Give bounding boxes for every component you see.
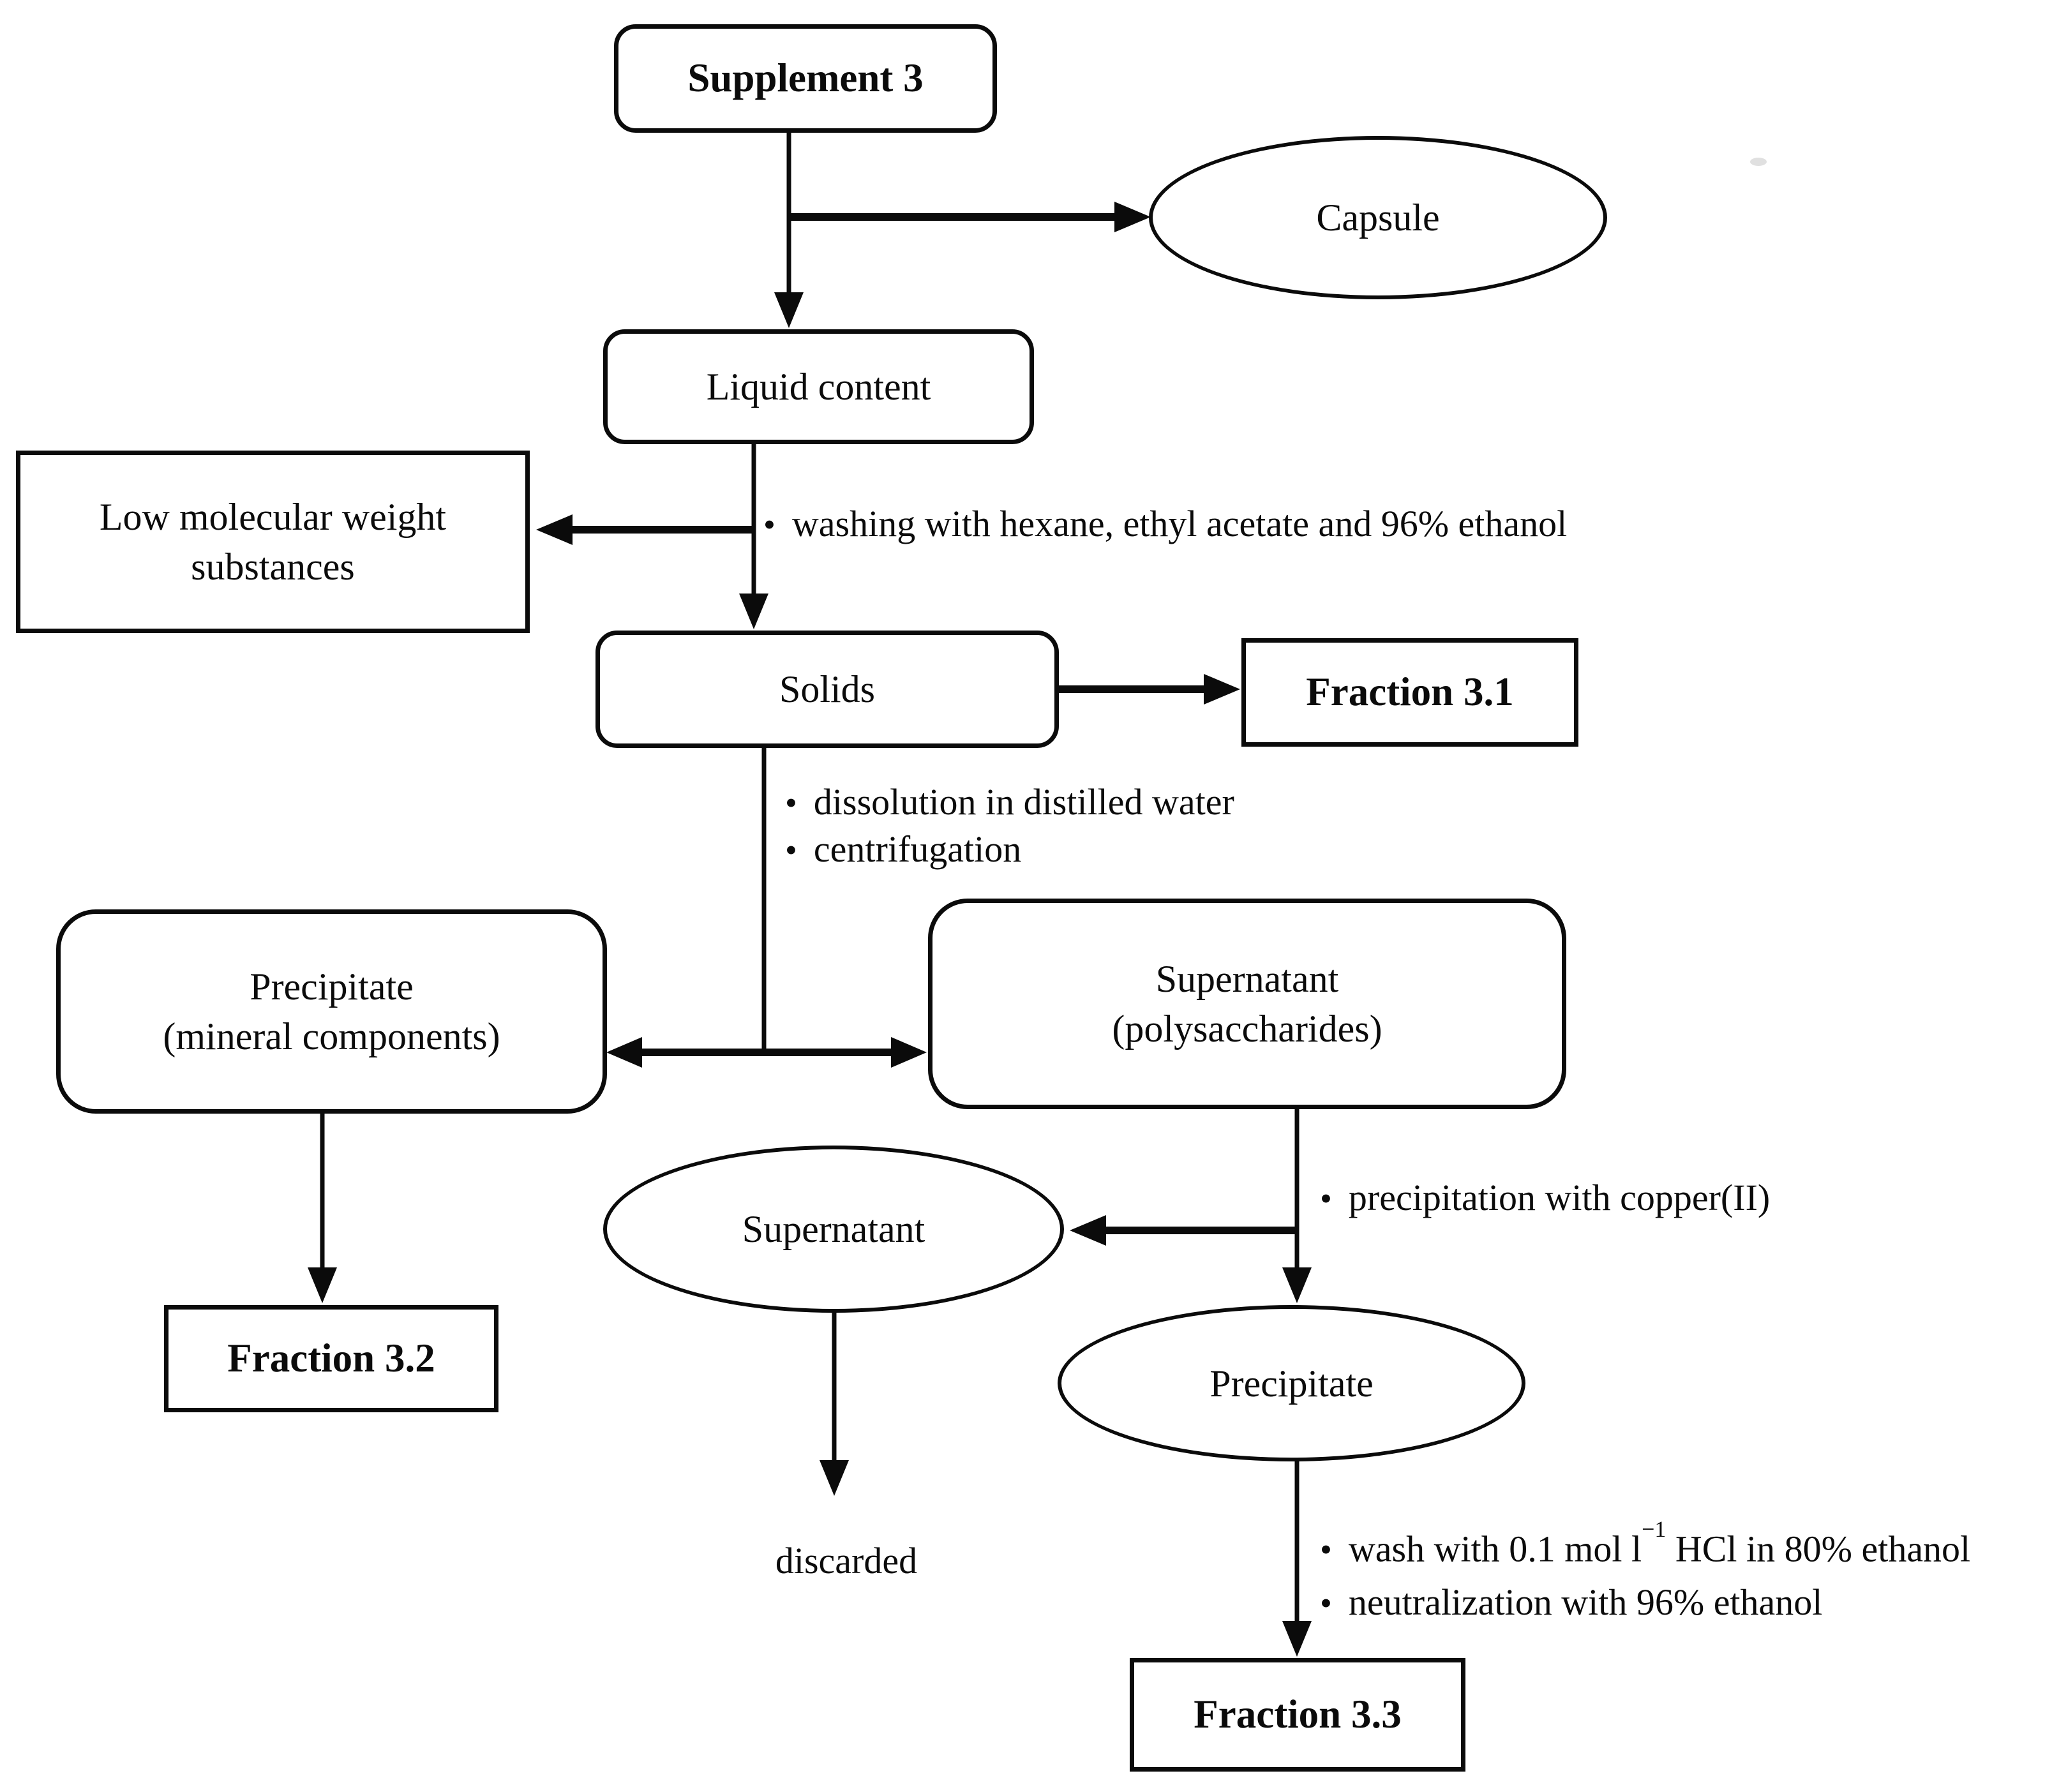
node-liquid-content: Liquid content: [603, 329, 1034, 444]
annotation-wash-hcl: • wash with 0.1 mol l−1 HCl in 80% ethan…: [1320, 1516, 1971, 1571]
arrowhead-left-precipitate: [606, 1037, 642, 1068]
arrowhead-right-capsule: [1114, 202, 1151, 232]
wash-hcl-superscript: −1: [1642, 1516, 1666, 1542]
arrowhead-down-liquid: [774, 292, 804, 328]
annotation-centrifugation: • centrifugation: [785, 828, 1021, 871]
node-supernatant-polysaccharides: Supernatant (polysaccharides): [928, 899, 1566, 1109]
arrowhead-down-solids: [739, 594, 768, 629]
bullet-icon: •: [763, 505, 775, 544]
bullet-icon: •: [785, 784, 797, 822]
wash-hcl-pre: wash with 0.1 mol l: [1348, 1528, 1642, 1570]
arrowhead-down-fraction33: [1282, 1621, 1312, 1657]
bullet-icon: •: [1320, 1179, 1332, 1218]
arrowhead-left-low-molecular: [536, 514, 573, 545]
node-low-molecular-weight: Low molecular weight substances: [16, 451, 530, 633]
annotation-centrifugation-text: centrifugation: [813, 828, 1022, 870]
arrowhead-down-discarded: [820, 1460, 849, 1496]
annotation-washing: • washing with hexane, ethyl acetate and…: [763, 503, 1567, 546]
arrowhead-right-supernatant: [891, 1037, 927, 1068]
bullet-icon: •: [1320, 1530, 1332, 1569]
arrowhead-right-fraction31: [1204, 674, 1240, 705]
node-precipitate-mineral: Precipitate (mineral components): [56, 909, 607, 1114]
node-precipitate-copper: Precipitate: [1058, 1305, 1525, 1461]
smudge-artifact: [1750, 158, 1767, 166]
annotation-neutralization: • neutralization with 96% ethanol: [1320, 1581, 1822, 1624]
node-fraction-3-2: Fraction 3.2: [164, 1305, 498, 1412]
annotation-dissolution: • dissolution in distilled water: [785, 781, 1234, 824]
node-supernatant-discarded: Supernatant: [603, 1146, 1064, 1313]
arrowhead-down-precipitate: [1282, 1267, 1312, 1303]
bullet-icon: •: [1320, 1584, 1332, 1622]
annotation-copper-text: precipitation with copper(II): [1348, 1177, 1771, 1218]
bullet-icon: •: [785, 831, 797, 869]
arrowhead-left-supernatant-ellipse: [1070, 1215, 1106, 1246]
arrowhead-down-fraction32: [308, 1267, 337, 1303]
node-fraction-3-3: Fraction 3.3: [1130, 1658, 1465, 1772]
node-capsule: Capsule: [1149, 136, 1607, 299]
node-fraction-3-1: Fraction 3.1: [1241, 638, 1578, 747]
annotation-neutralization-text: neutralization with 96% ethanol: [1348, 1581, 1823, 1623]
annotation-washing-text: washing with hexane, ethyl acetate and 9…: [791, 503, 1568, 544]
label-discarded: discarded: [775, 1540, 918, 1581]
annotation-wash-hcl-text: wash with 0.1 mol l−1 HCl in 80% ethanol: [1348, 1516, 1971, 1571]
wash-hcl-post: HCl in 80% ethanol: [1666, 1528, 1971, 1570]
node-supplement-3: Supplement 3: [614, 24, 997, 133]
node-solids: Solids: [595, 631, 1059, 748]
annotation-dissolution-text: dissolution in distilled water: [813, 781, 1234, 823]
annotation-copper: • precipitation with copper(II): [1320, 1177, 1770, 1220]
